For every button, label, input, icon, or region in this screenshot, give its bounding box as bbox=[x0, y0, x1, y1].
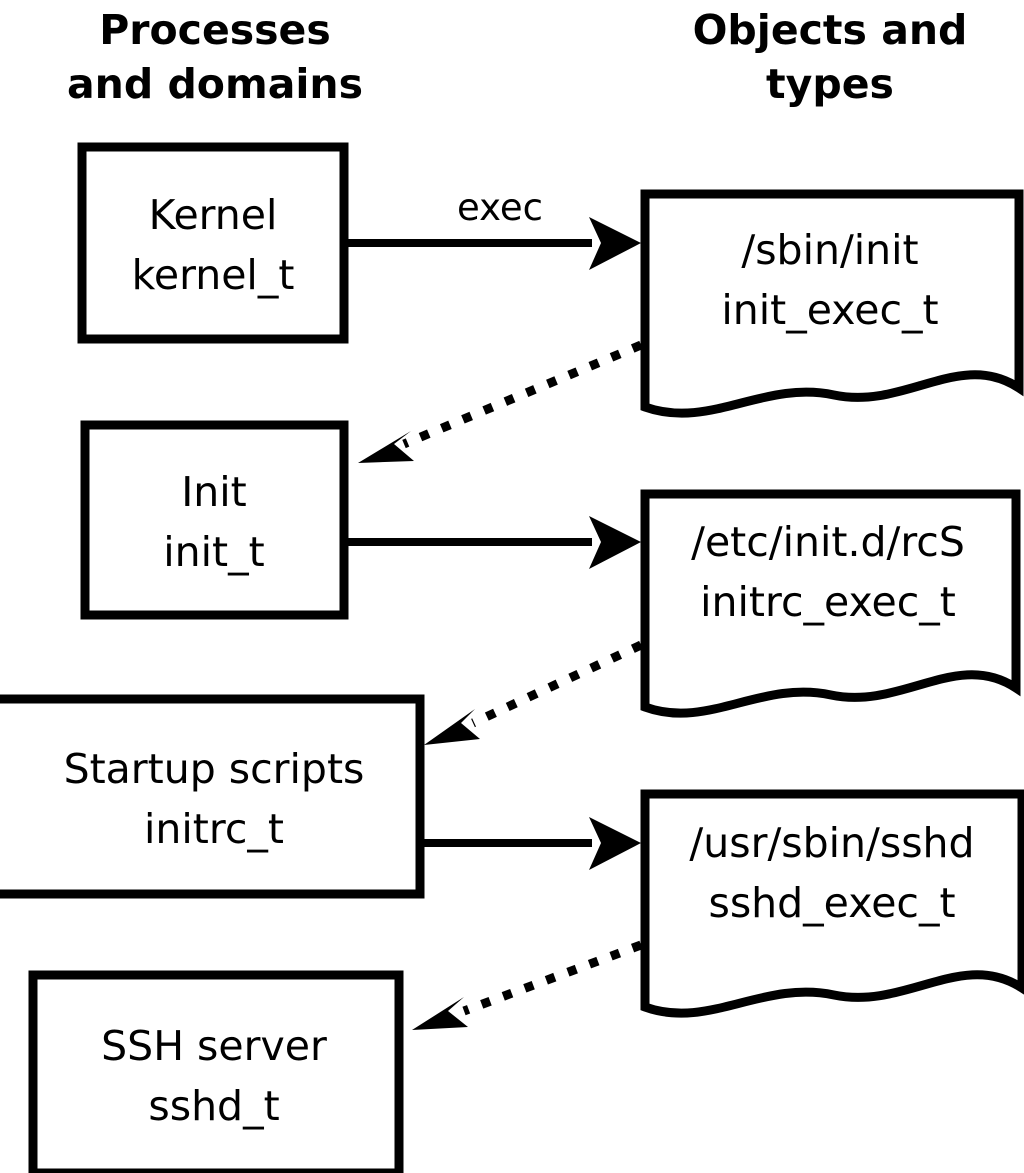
node-ssh-server-line1: SSH server bbox=[101, 1022, 327, 1070]
node-sbin-init-line1: /sbin/init bbox=[741, 226, 918, 274]
node-startup-scripts-box[interactable] bbox=[0, 694, 425, 899]
edge-sbin-init-to-init-line bbox=[402, 340, 643, 449]
node-ssh-server-line2: sshd_t bbox=[148, 1082, 279, 1130]
column-header-objects: Objects and types bbox=[693, 6, 968, 108]
node-usr-sbin-sshd-line2: sshd_exec_t bbox=[708, 879, 955, 927]
node-kernel[interactable]: Kernel kernel_t bbox=[77, 142, 349, 344]
edge-rcs-to-startup-scripts-line bbox=[471, 640, 643, 728]
node-startup-scripts[interactable]: Startup scripts initrc_t bbox=[0, 694, 425, 899]
column-header-processes-line1: Processes bbox=[99, 6, 331, 54]
node-startup-scripts-line2: initrc_t bbox=[144, 805, 284, 853]
node-sbin-init-document[interactable] bbox=[640, 189, 1024, 418]
node-sbin-init-line2: init_exec_t bbox=[721, 286, 938, 334]
node-etc-initd-rcs-line2: initrc_exec_t bbox=[700, 578, 956, 626]
node-init[interactable]: Init init_t bbox=[80, 420, 349, 620]
edge-rcs-to-startup-scripts bbox=[424, 640, 643, 745]
edge-sbin-init-to-init-arrowhead bbox=[358, 431, 414, 463]
node-usr-sbin-sshd-document[interactable] bbox=[640, 789, 1024, 1018]
node-etc-initd-rcs[interactable]: /etc/init.d/rcS initrc_exec_t bbox=[640, 489, 1021, 718]
edge-rcs-to-startup-scripts-arrowhead bbox=[424, 709, 480, 745]
column-header-processes-line2: and domains bbox=[67, 60, 363, 108]
node-usr-sbin-sshd-line1: /usr/sbin/sshd bbox=[689, 819, 974, 867]
node-sbin-init[interactable]: /sbin/init init_exec_t bbox=[640, 189, 1024, 418]
edge-startup-scripts-to-sshd-arrowhead bbox=[589, 817, 641, 870]
edge-sshd-to-ssh-server-arrowhead bbox=[412, 997, 468, 1030]
node-usr-sbin-sshd[interactable]: /usr/sbin/sshd sshd_exec_t bbox=[640, 789, 1024, 1018]
edge-init-to-rcs-arrowhead bbox=[589, 516, 641, 569]
edge-sshd-to-ssh-server bbox=[412, 940, 643, 1030]
node-etc-initd-rcs-line1: /etc/init.d/rcS bbox=[691, 518, 965, 566]
edge-sshd-to-ssh-server-line bbox=[462, 940, 643, 1016]
node-kernel-line1: Kernel bbox=[149, 191, 278, 239]
node-kernel-box[interactable] bbox=[77, 142, 349, 344]
edge-sbin-init-to-init bbox=[358, 340, 643, 463]
column-header-objects-line1: Objects and bbox=[693, 6, 968, 54]
edge-init-to-rcs bbox=[348, 516, 641, 569]
node-startup-scripts-line1: Startup scripts bbox=[64, 745, 365, 793]
column-header-objects-line2: types bbox=[766, 60, 894, 108]
node-init-box[interactable] bbox=[80, 420, 349, 620]
edge-kernel-exec-arrowhead bbox=[589, 217, 641, 270]
node-init-line2: init_t bbox=[163, 528, 264, 576]
node-ssh-server[interactable]: SSH server sshd_t bbox=[28, 970, 404, 1173]
edge-kernel-exec-sbin-init: exec bbox=[348, 186, 641, 270]
edge-startup-scripts-to-sshd bbox=[424, 817, 641, 870]
column-header-processes: Processes and domains bbox=[67, 6, 363, 108]
node-ssh-server-box[interactable] bbox=[28, 970, 404, 1173]
node-etc-initd-rcs-document[interactable] bbox=[640, 489, 1021, 718]
edge-label-exec: exec bbox=[457, 186, 543, 229]
node-init-line1: Init bbox=[181, 468, 247, 516]
node-kernel-line2: kernel_t bbox=[132, 251, 295, 299]
